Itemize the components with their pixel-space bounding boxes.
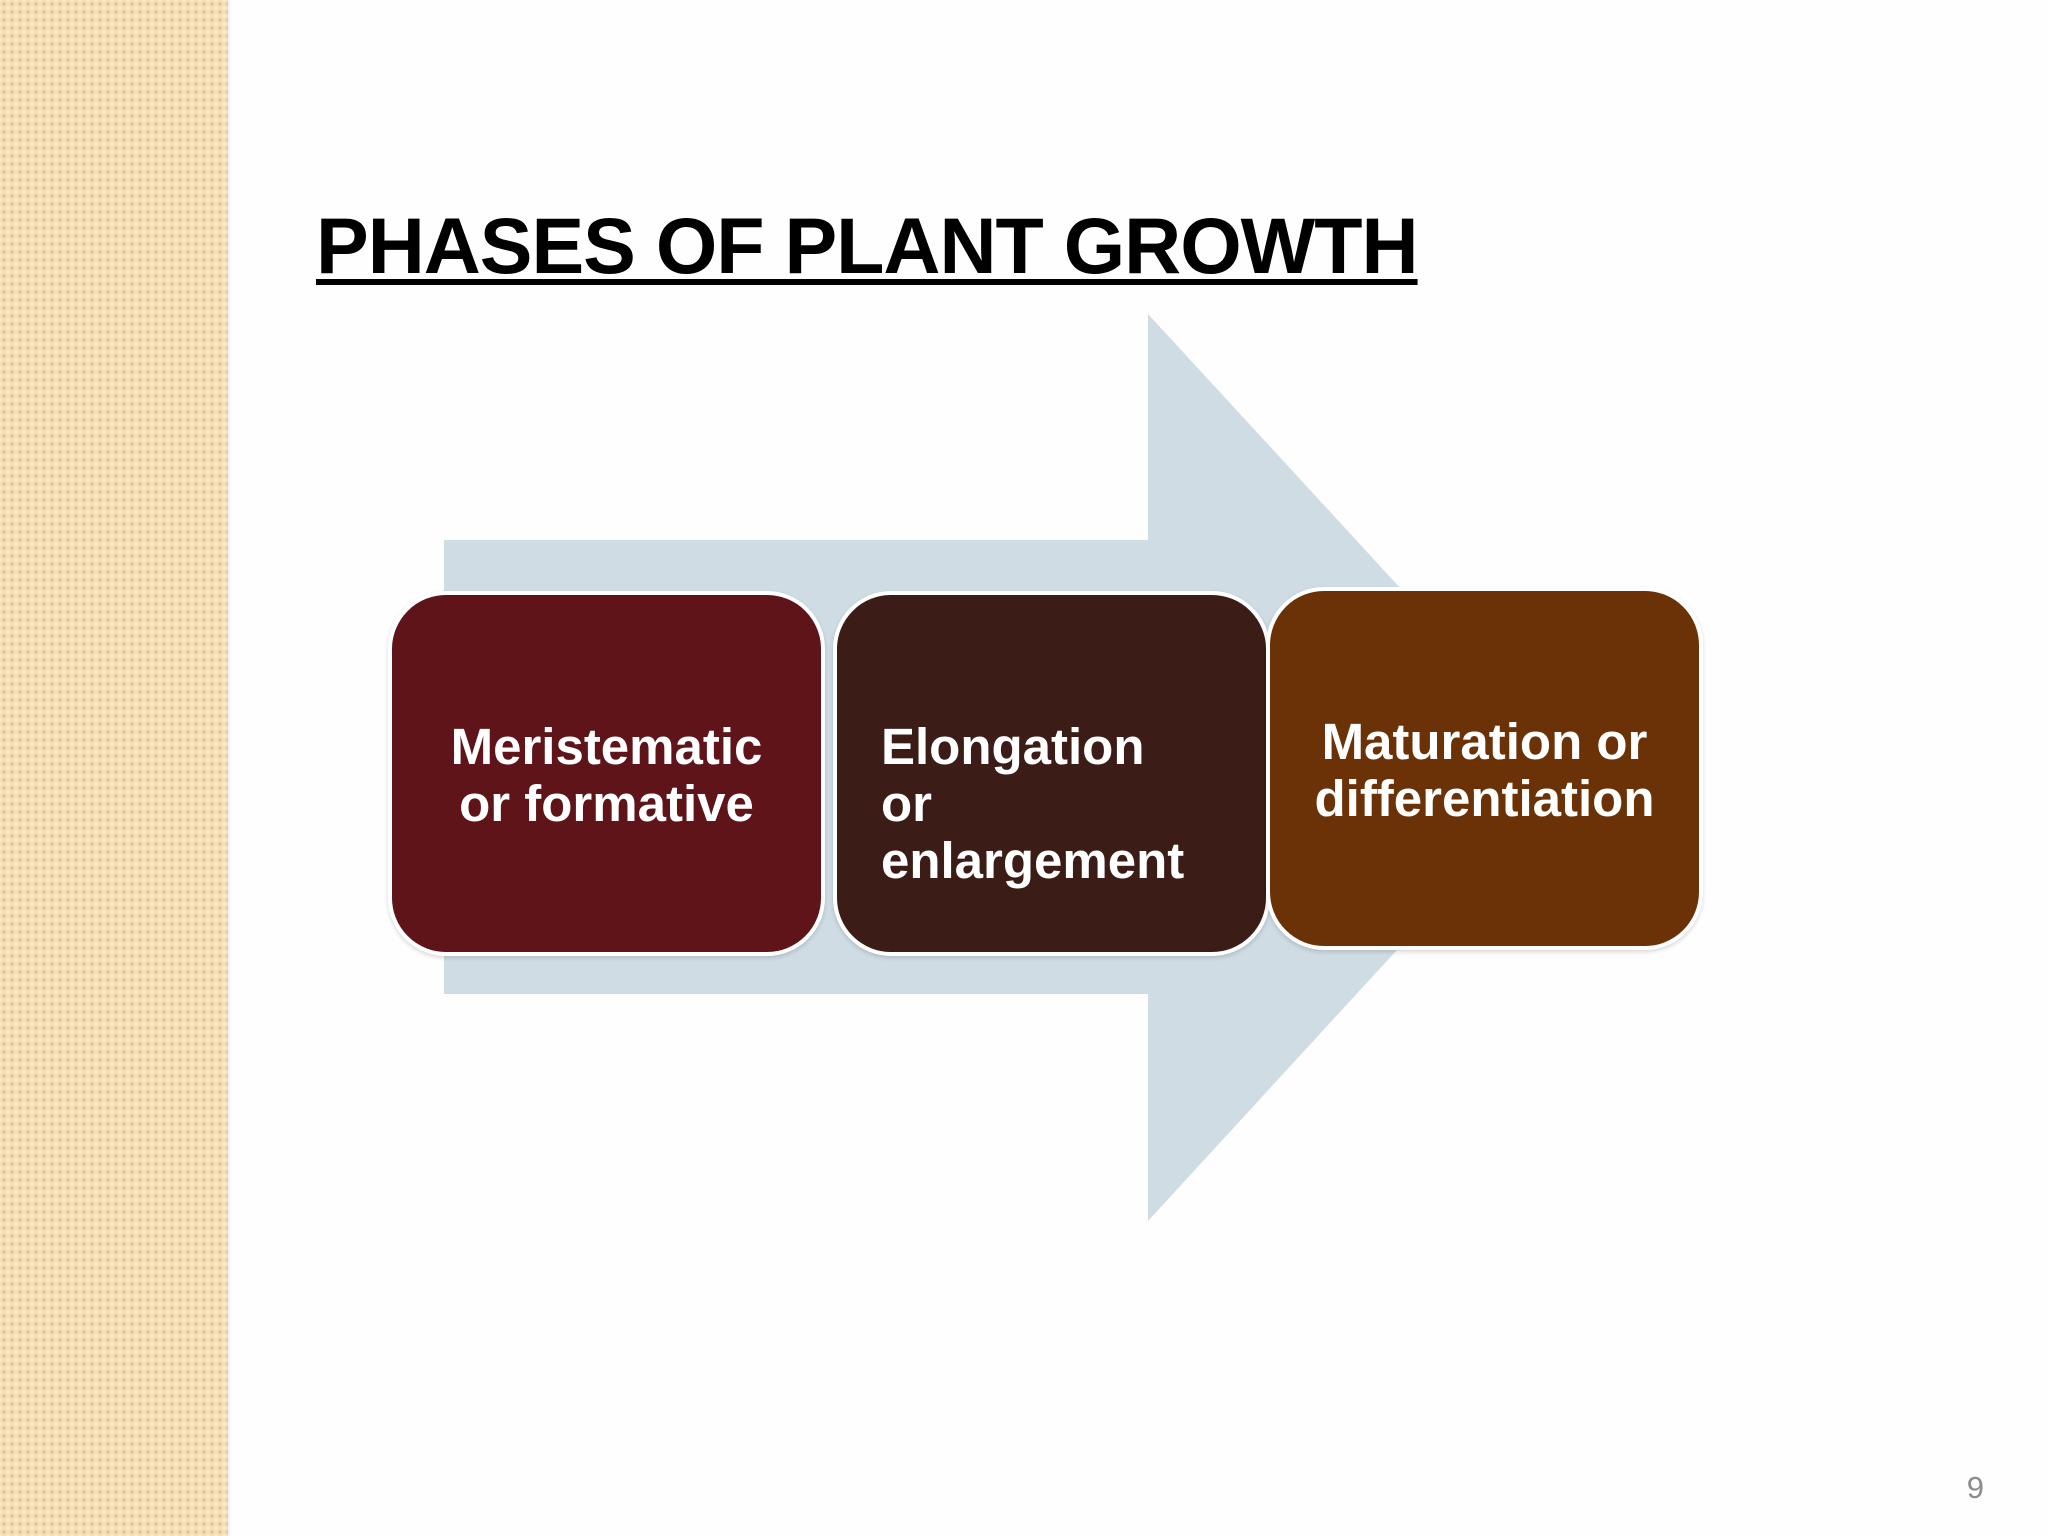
phase-box-meristematic: Meristematic or formative <box>388 591 825 956</box>
phase-box-maturation: Maturation or differentiation <box>1266 587 1703 950</box>
phase-label-maturation: Maturation or differentiation <box>1314 713 1655 827</box>
page-number: 9 <box>1966 1470 1984 1505</box>
side-strip-shadow <box>228 0 232 1536</box>
phase-label-meristematic: Meristematic or formative <box>450 718 763 832</box>
phase-label-elongation: Elongation or enlargement <box>881 718 1185 889</box>
slide-title: PHASES OF PLANT GROWTH <box>316 201 1419 290</box>
decorative-side-strip <box>0 0 228 1536</box>
phase-box-elongation: Elongation or enlargement <box>833 591 1270 956</box>
